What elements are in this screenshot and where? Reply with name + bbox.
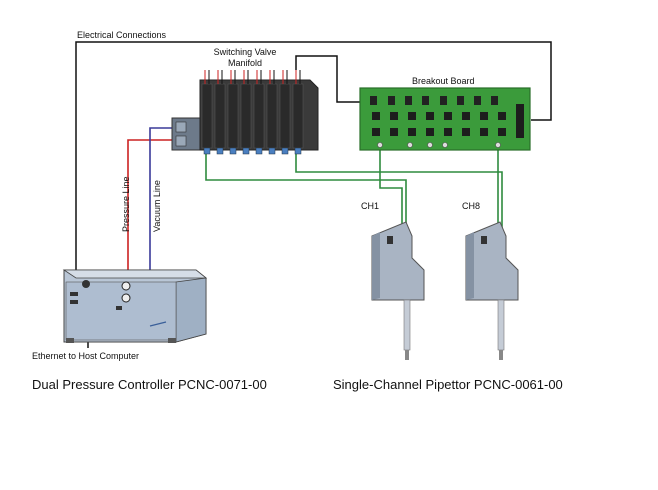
pipettor-ch8 [465,221,519,360]
tubing [127,127,172,295]
wire-manifold-to-breakout [295,55,362,103]
pipettor-caption: Single-Channel Pipettor PCNC-0061-00 [333,377,563,392]
electrical-connections-label: Electrical Connections [77,30,167,40]
manifold-label-line1: Switching Valve [213,47,277,57]
ethernet-label: Ethernet to Host Computer [32,351,140,361]
tube-to-ch1-b [379,150,403,232]
pressure-line-label: Pressure Line [121,176,131,232]
tube-to-ch8 [295,150,503,232]
controller-caption: Dual Pressure Controller PCNC-0071-00 [32,377,267,392]
switching-valve-manifold [171,70,319,155]
breakout-board-label: Breakout Board [412,76,475,86]
wire-controller-to-breakout [75,41,552,278]
pressure-controller [62,269,208,343]
pipettor-ch1 [371,221,425,360]
ch8-label: CH8 [462,201,481,211]
manifold-label-line2: Manifold [227,58,263,68]
tube-to-ch1 [205,150,407,232]
green-tubes [205,150,503,232]
vacuum-line-label: Vacuum Line [152,180,162,232]
ch1-label: CH1 [361,201,380,211]
pressure-line-tube [127,139,172,284]
breakout-board [359,87,531,151]
